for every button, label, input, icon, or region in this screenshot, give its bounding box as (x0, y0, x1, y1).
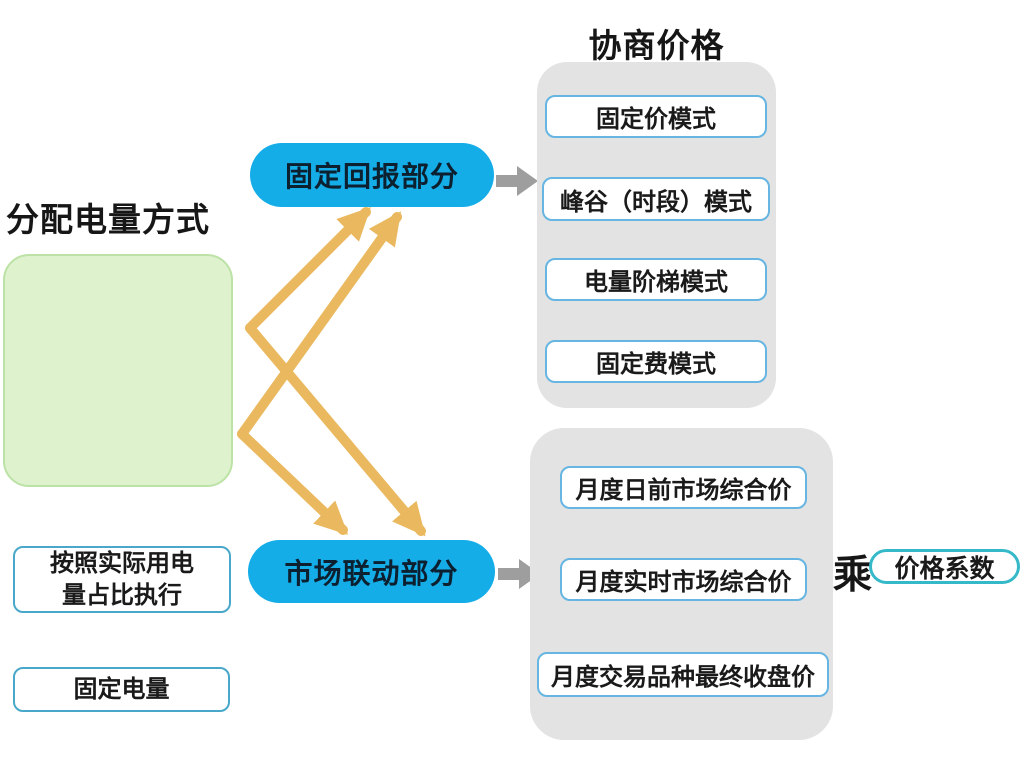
right-block-arrow-icon (496, 166, 538, 196)
allocation-item-fixed-volume: 固定电量 (13, 667, 230, 712)
negotiated-price-title: 协商价格 (588, 26, 725, 65)
price-final-close: 月度交易品种最终收盘价 (537, 652, 829, 697)
arrow-actual-to-fixed-return (245, 207, 371, 333)
negotiated-price-panel: 固定价模式 峰谷（时段）模式 电量阶梯模式 固定费模式 (537, 62, 776, 408)
multiply-operator: 乘 (833, 553, 873, 598)
mode-fixed-price: 固定价模式 (545, 95, 767, 138)
price-day-ahead: 月度日前市场综合价 (560, 466, 807, 509)
branch-market-linked-pill: 市场联动部分 (248, 540, 495, 603)
allocation-item-actual-usage: 按照实际用电量占比执行 (13, 546, 231, 613)
arrow-fixedvol-to-market-linked (237, 429, 349, 535)
price-factor-pill: 价格系数 (869, 549, 1020, 584)
arrow-actual-to-market-linked (245, 323, 426, 537)
market-price-panel: 月度日前市场综合价 月度实时市场综合价 月度交易品种最终收盘价 (530, 428, 833, 740)
mode-peak-valley: 峰谷（时段）模式 (542, 177, 770, 221)
branch-fixed-return-pill: 固定回报部分 (250, 143, 494, 207)
mode-fixed-fee: 固定费模式 (545, 340, 767, 383)
arrow-fixedvol-to-fixed-return (237, 211, 402, 439)
right-block-arrow-icon (498, 559, 540, 589)
mode-volume-tier: 电量阶梯模式 (545, 258, 767, 301)
allocation-panel: 按照实际用电量占比执行 固定电量 (3, 254, 233, 712)
allocation-title: 分配电量方式 (6, 200, 210, 239)
price-real-time: 月度实时市场综合价 (560, 558, 807, 601)
